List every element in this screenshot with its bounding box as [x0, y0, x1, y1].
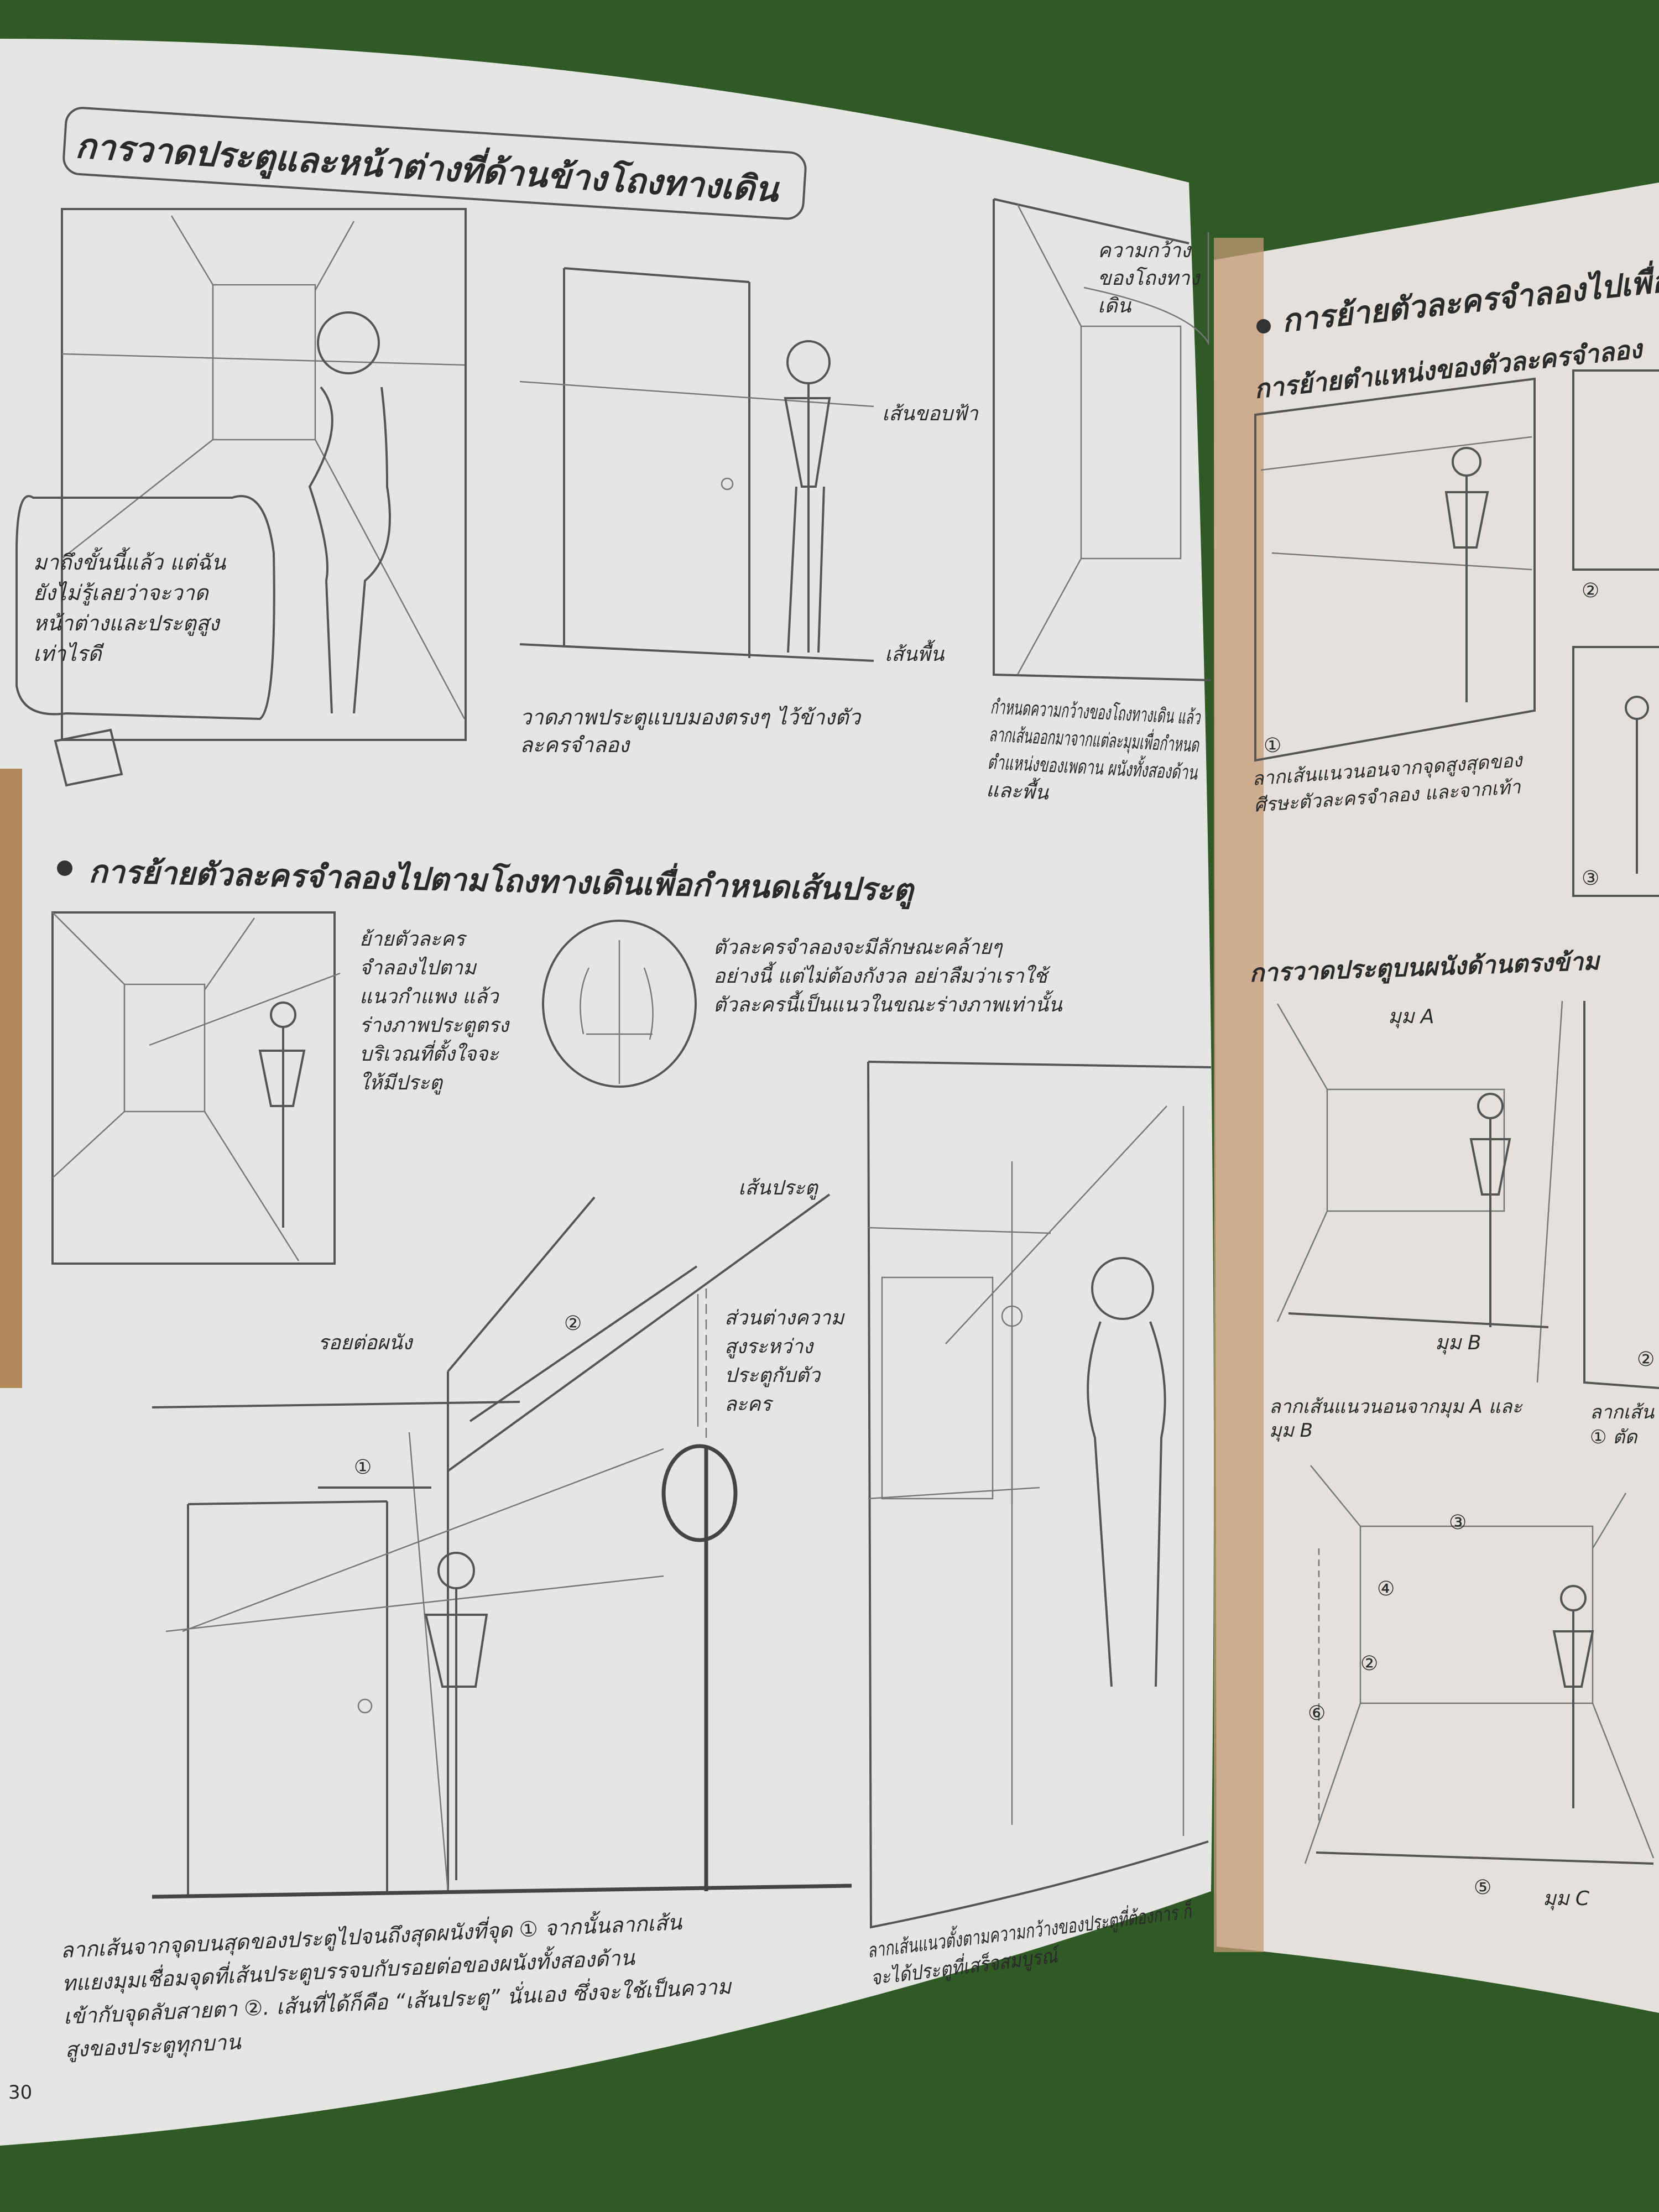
door-caption: วาดภาพประตูแบบมองตรงๆ ไว้ข้างตัว	[520, 705, 862, 730]
bubble-line: ยังไม่รู้เลยว่าจะวาด	[33, 581, 210, 606]
marker: ②	[1582, 580, 1599, 602]
panel-corner-c: ③ ④ ② ⑥ ⑤ มุม C	[1304, 1465, 1655, 1911]
move-text: จำลองไปตาม	[359, 956, 477, 979]
bullet-icon	[1256, 319, 1271, 333]
marker: ③	[1582, 867, 1599, 890]
corner-c-label: มุม C	[1543, 1887, 1590, 1911]
left-page	[0, 39, 1214, 2146]
panel-girl-corridor	[61, 208, 467, 741]
page-number: 30	[8, 2081, 32, 2104]
corridor-width-label: ของโถงทาง	[1098, 267, 1201, 290]
label-height-diff: ส่วนต่างความ	[724, 1307, 845, 1329]
mannequin-note: ตัวละครจำลองจะมีลักษณะคล้ายๆ	[713, 936, 1003, 959]
mascot-icon	[54, 728, 123, 787]
mannequin-note: ตัวละครนี้เป็นแนวในขณะร่างภาพเท่านั้น	[713, 990, 1063, 1016]
right-caption-3: ① ตัด	[1590, 1426, 1638, 1448]
corridor-width-label: ความกว้าง	[1098, 239, 1192, 262]
right-page	[1214, 182, 1659, 2013]
label-height-diff: ประตูกับตัว	[724, 1364, 821, 1387]
panel-move-figure	[51, 911, 341, 1265]
step-marker-1: ①	[354, 1456, 372, 1479]
door-front-sketch: เส้นขอบฟ้า เส้นพื้น	[519, 267, 979, 666]
speech-bubble: มาถึงขั้นนี้แล้ว แต่ฉัน ยังไม่รู้เลยว่าจ…	[15, 495, 275, 787]
label-height-diff: ละคร	[724, 1393, 774, 1416]
figure-body	[308, 386, 391, 714]
marker: ③	[1449, 1511, 1467, 1534]
mannequin-head-closeup	[542, 920, 697, 1088]
bubble-line: มาถึงขั้นนี้แล้ว แต่ฉัน	[33, 547, 226, 575]
bullet-icon	[57, 860, 72, 876]
mannequin-note: อย่างนี้ แต่ไม่ต้องกังวล อย่าลืมว่าเราใช…	[713, 961, 1051, 988]
bookmark-tab	[0, 769, 22, 1388]
bubble-line: เท่าไรดี	[33, 641, 105, 666]
marker: ⑤	[1474, 1876, 1491, 1899]
label-door-line: เส้นประตู	[738, 1177, 818, 1200]
corner-b-label: มุม B	[1435, 1332, 1481, 1355]
move-text: ย้ายตัวละคร	[359, 928, 467, 951]
marker: ②	[1637, 1348, 1655, 1371]
label-horizon-line: เส้นขอบฟ้า	[882, 403, 979, 425]
marker: ②	[1360, 1652, 1378, 1675]
panel-completed-door	[867, 1061, 1212, 1929]
marker: ①	[1264, 734, 1281, 757]
figure-head	[317, 311, 380, 374]
move-text: บริเวณที่ตั้งใจจะ	[359, 1039, 500, 1066]
move-text: แนวกำแพง แล้ว	[359, 985, 499, 1008]
door-caption: ละครจำลอง	[520, 733, 630, 757]
label-wall-joint: รอยต่อผนัง	[318, 1332, 414, 1354]
label-floor-line: เส้นพื้น	[885, 639, 945, 666]
title-frame	[62, 107, 807, 220]
move-text: ร่างภาพประตูตรง	[359, 1014, 510, 1037]
step-marker-2: ②	[564, 1312, 582, 1335]
right-caption-2: มุม B	[1269, 1420, 1313, 1442]
bubble-line: หน้าต่างและประตูสูง	[33, 611, 221, 636]
panel-corridor-width: ความกว้าง ของโถงทาง เดิน	[993, 198, 1212, 681]
right-caption-2: ลากเส้นแนวนอนจากมุม A และ	[1269, 1396, 1523, 1418]
panel-move-position: ① ② ③	[1254, 369, 1659, 897]
label-height-diff: สูงระหว่าง	[724, 1335, 814, 1359]
marker: ④	[1377, 1578, 1395, 1600]
corridor-width-label: เดิน	[1098, 295, 1132, 317]
move-text: ให้มีประตู	[359, 1071, 444, 1095]
panel-opposite-wall: มุม A มุม B ②	[1276, 1000, 1659, 1389]
corner-a-label: มุม A	[1388, 1005, 1434, 1029]
marker: ⑥	[1308, 1702, 1326, 1725]
door-line-diagram: เส้นประตู รอยต่อผนัง ① ② ส่วนต่างความ สู…	[152, 1177, 852, 1899]
right-caption-3: ลากเส้น	[1590, 1401, 1655, 1423]
